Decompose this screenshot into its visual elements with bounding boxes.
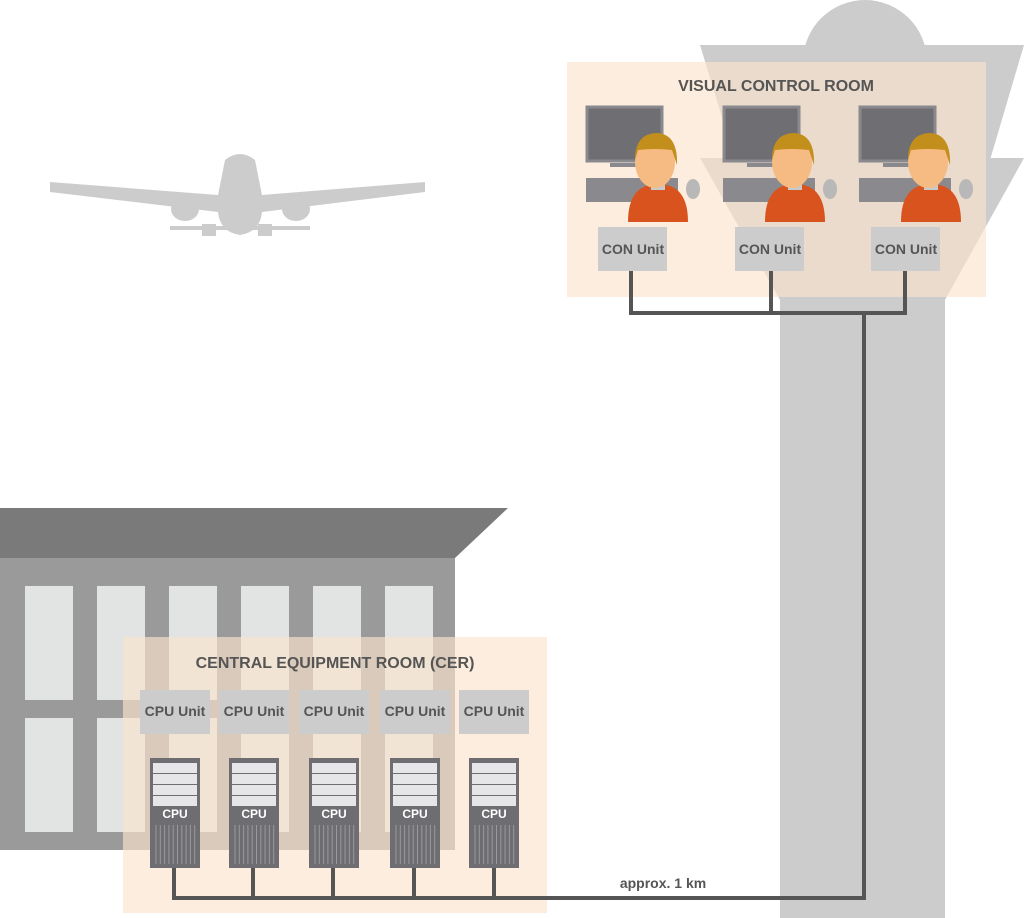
workstation: CON Unit (585, 105, 700, 271)
cpu-unit-label: CPU Unit (304, 703, 365, 719)
cpu-unit-box (299, 690, 369, 734)
con-unit-box (735, 227, 804, 271)
server-label: CPU (162, 807, 187, 821)
operator-person-icon (765, 133, 825, 222)
cpu-unit-label: CPU Unit (385, 703, 446, 719)
server-label: CPU (241, 807, 266, 821)
building-window (25, 718, 73, 832)
operator-person-icon (628, 133, 688, 222)
server-label: CPU (481, 807, 506, 821)
building-roof (0, 508, 508, 558)
con-unit-label: CON Unit (739, 241, 802, 257)
server-label: CPU (402, 807, 427, 821)
cpu-unit-box (459, 690, 529, 734)
con-unit-label: CON Unit (602, 241, 665, 257)
distance-label: approx. 1 km (620, 875, 706, 891)
server-icon: CPU (309, 758, 359, 868)
mouse-icon (686, 179, 700, 199)
mouse-icon (959, 179, 973, 199)
con-unit-box (598, 227, 667, 271)
cer-title: CENTRAL EQUIPMENT ROOM (CER) (196, 655, 475, 672)
con-unit-box (871, 227, 940, 271)
building-window (25, 586, 73, 700)
cpu-unit-box (219, 690, 289, 734)
server-label: CPU (321, 807, 346, 821)
monitor-icon (722, 105, 801, 163)
workstation: CON Unit (722, 105, 837, 271)
vcr-title: VISUAL CONTROL ROOM (678, 78, 874, 95)
cpu-unit-label: CPU Unit (464, 703, 525, 719)
cpu-unit-label: CPU Unit (145, 703, 206, 719)
server-icon: CPU (229, 758, 279, 868)
operator-person-icon (901, 133, 961, 222)
server-icon: CPU (469, 758, 519, 868)
airplane-icon (50, 154, 425, 236)
con-unit-label: CON Unit (875, 241, 938, 257)
mouse-icon (823, 179, 837, 199)
cpu-unit-box (380, 690, 450, 734)
server-icon: CPU (150, 758, 200, 868)
cpu-unit-label: CPU Unit (224, 703, 285, 719)
server-icon: CPU (390, 758, 440, 868)
cpu-unit-box (140, 690, 210, 734)
workstation: CON Unit (858, 105, 973, 271)
